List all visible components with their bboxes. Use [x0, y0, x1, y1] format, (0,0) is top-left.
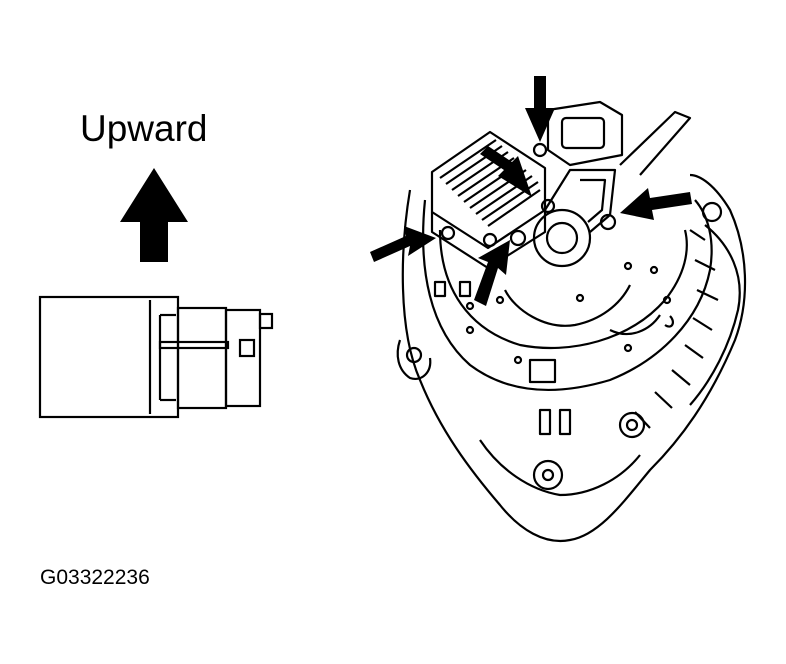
arrow-icon	[525, 76, 555, 142]
arrow-icon	[474, 240, 510, 306]
connector-side-view	[38, 295, 274, 419]
arrow-icon	[620, 188, 692, 220]
alternator-body	[396, 173, 747, 543]
arrow-icon	[370, 226, 436, 262]
arrow-icon	[480, 146, 532, 197]
regulator-assembly	[430, 100, 692, 270]
arrow-up-icon	[120, 168, 188, 262]
pointer-arrows	[370, 76, 692, 306]
figure-code: G03322236	[40, 566, 150, 589]
upward-label: Upward	[80, 108, 208, 149]
